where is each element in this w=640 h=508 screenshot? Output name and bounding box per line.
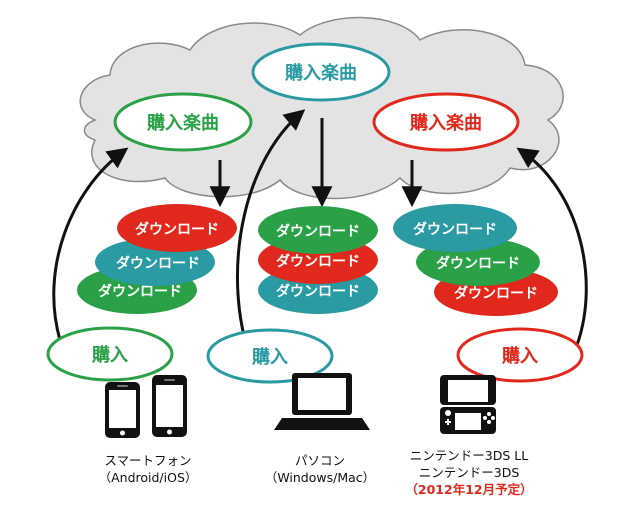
device-pc-name: パソコン xyxy=(295,453,345,468)
purchase-arrow-right xyxy=(516,147,588,346)
smartphone-icon xyxy=(105,375,187,438)
download-stack-center: ダウンロード ダウンロード ダウンロード xyxy=(258,206,378,314)
cloud-label-left: 購入楽曲 xyxy=(113,92,253,152)
device-nintendo-note: （2012年12月予定） xyxy=(405,482,532,497)
cloud xyxy=(79,16,564,200)
purchase-node-right: 購入 xyxy=(456,327,584,383)
device-nintendo-3ds: ニンテンドー3DS xyxy=(419,465,520,480)
download-stack-left: ダウンロード ダウンロード ダウンロード xyxy=(77,204,237,314)
device-smartphone-platforms: （Android/iOS） xyxy=(99,470,198,485)
download-label: ダウンロード xyxy=(413,221,497,238)
cloud-label-right-text: 購入楽曲 xyxy=(409,112,482,134)
cloud-label-right: 購入楽曲 xyxy=(372,92,520,152)
purchase-label-center: 購入 xyxy=(251,346,288,368)
download-label: ダウンロード xyxy=(98,283,182,300)
purchase-node-center: 購入 xyxy=(206,328,334,384)
download-label: ダウンロード xyxy=(135,221,219,238)
cloud-label-center: 購入楽曲 xyxy=(251,42,391,102)
handheld-console-icon xyxy=(440,375,496,434)
purchase-label-right: 購入 xyxy=(501,345,538,367)
cloud-label-center-text: 購入楽曲 xyxy=(284,62,357,84)
laptop-icon xyxy=(274,373,370,430)
download-label: ダウンロード xyxy=(116,255,200,272)
download-label: ダウンロード xyxy=(436,255,520,272)
purchase-node-left: 購入 xyxy=(46,326,174,382)
purchase-arrow-left xyxy=(52,147,129,341)
cloud-label-left-text: 購入楽曲 xyxy=(146,112,219,134)
device-smartphone-name: スマートフォン xyxy=(104,453,191,468)
download-label: ダウンロード xyxy=(276,283,360,300)
download-label: ダウンロード xyxy=(276,223,360,240)
device-pc-platforms: （Windows/Mac） xyxy=(265,470,375,485)
purchase-label-left: 購入 xyxy=(91,344,128,366)
device-nintendo-ll: ニンテンドー3DS LL xyxy=(410,448,528,463)
download-label: ダウンロード xyxy=(454,285,538,302)
purchase-arrow-center xyxy=(235,109,306,341)
cloud-shape xyxy=(79,16,564,200)
download-stack-right: ダウンロード ダウンロード ダウンロード xyxy=(393,204,558,316)
download-label: ダウンロード xyxy=(276,253,360,270)
